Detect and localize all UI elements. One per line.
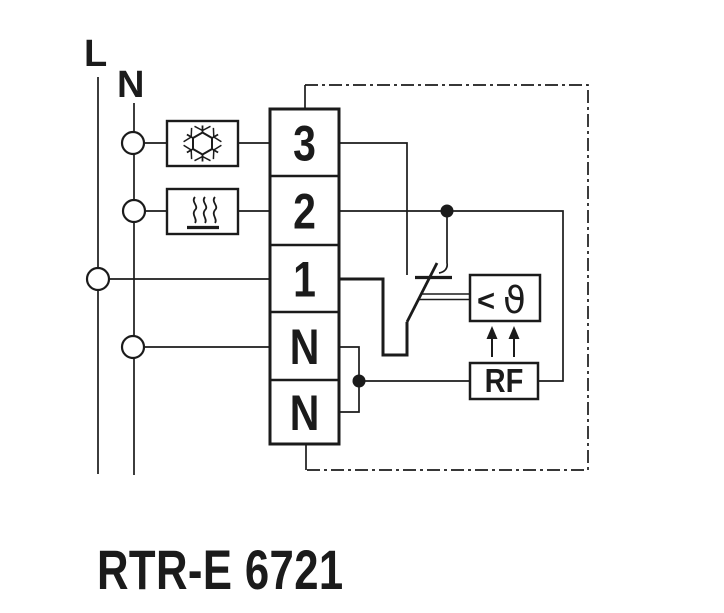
label-l: L <box>84 33 107 75</box>
label-n: N <box>117 64 144 106</box>
terminal-block: 3 2 1 N N <box>268 107 341 446</box>
sensor-comparator-symbol: < <box>477 283 495 318</box>
tap-circle-cooling <box>120 130 146 156</box>
switch-lever <box>405 262 439 323</box>
sensor-theta-symbol: ϑ <box>503 279 526 322</box>
heat-waves-icon <box>187 196 219 230</box>
rf-module-box: RF <box>468 361 540 401</box>
terminal-3-label: 3 <box>293 116 316 172</box>
branch-wires <box>109 142 270 348</box>
wire-terminal1-to-lever <box>339 277 409 357</box>
signal-arrows <box>486 326 520 357</box>
terminal-block-frame <box>268 107 341 446</box>
junction-dot-neutral <box>352 374 366 388</box>
wire-junction-to-contact <box>438 211 449 274</box>
rf-box-frame <box>468 361 540 401</box>
wire-terminal3-to-contact <box>339 142 408 275</box>
enclosure-outline <box>304 84 589 471</box>
snowflake-icon <box>183 125 222 162</box>
terminal-2-label: 2 <box>293 184 316 240</box>
junction-dot-terminal2 <box>440 204 454 218</box>
terminal-n1-label: N <box>290 319 320 375</box>
temperature-sensor-box: < ϑ <box>468 273 542 323</box>
changeover-switch <box>405 262 470 323</box>
sensor-box-frame <box>468 273 542 323</box>
signal-arrow-up-icon <box>486 326 498 357</box>
connection-points <box>85 130 147 360</box>
tap-circle-line <box>85 266 111 292</box>
rf-label: RF <box>485 362 524 399</box>
mechanical-link <box>418 293 470 301</box>
tap-circle-heating <box>121 198 147 224</box>
tap-circle-neutral <box>120 334 146 360</box>
heating-box <box>165 187 240 236</box>
model-title: RTR-E 6721 <box>97 539 344 601</box>
snowflake-ticks <box>183 125 222 162</box>
internal-wiring <box>339 142 564 413</box>
enclosure-border <box>305 84 589 471</box>
cooling-module <box>165 119 240 168</box>
terminal-1-label: 1 <box>293 252 316 308</box>
terminal-n2-label: N <box>290 385 320 441</box>
signal-arrow-up-icon <box>508 326 520 357</box>
terminal-dividers <box>270 174 339 382</box>
heating-module <box>165 187 240 236</box>
